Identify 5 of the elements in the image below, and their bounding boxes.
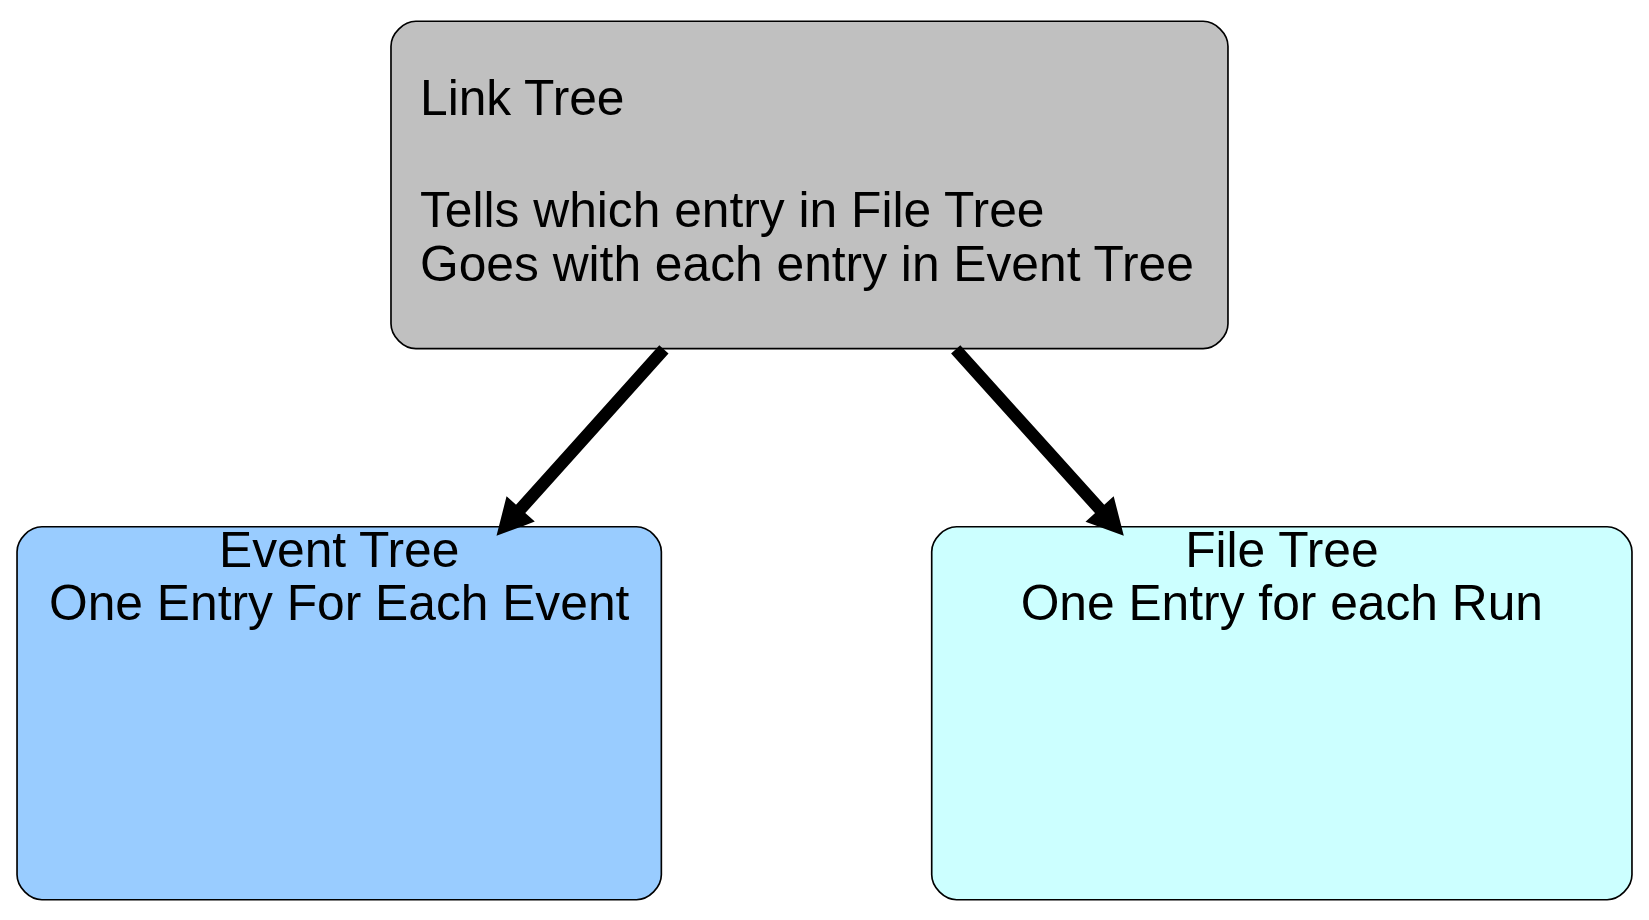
- arrow: [496, 344, 669, 536]
- node-box: Link Tree Tells which entry in File Tree Goes with each entry in Event Tree: [390, 19, 1229, 349]
- node-box: Event Tree One Entry For Each Event: [16, 525, 663, 901]
- arrow: [951, 344, 1124, 536]
- node-box: File Tree One Entry for each Run: [930, 525, 1633, 901]
